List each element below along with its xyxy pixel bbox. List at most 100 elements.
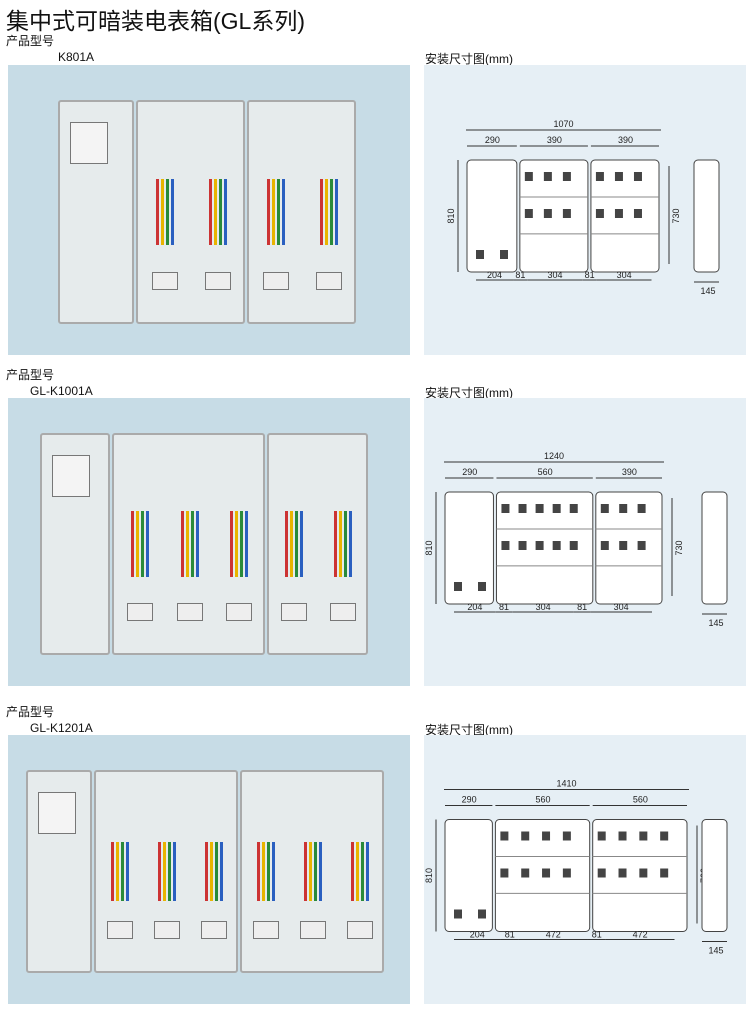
breaker-slot <box>476 250 484 259</box>
wire <box>348 511 352 577</box>
wire <box>334 179 338 245</box>
meter-compartment <box>266 433 368 655</box>
wire <box>208 179 212 245</box>
meter-slot <box>521 831 530 841</box>
wire <box>272 179 276 245</box>
wire <box>230 511 234 577</box>
main-breaker <box>38 792 76 834</box>
cabinet-outline <box>519 159 589 273</box>
wire <box>116 841 120 902</box>
wire <box>130 511 134 577</box>
dimension-width: 290 <box>485 135 500 145</box>
wire <box>324 179 328 245</box>
main-breaker <box>70 122 108 164</box>
breaker-compartment <box>58 100 134 324</box>
wire <box>111 841 115 902</box>
meter-slot <box>595 172 604 181</box>
meter-breaker <box>263 272 290 290</box>
page-title: 集中式可暗装电表箱(GL系列) <box>6 8 305 34</box>
meter-slot <box>600 541 609 550</box>
wire <box>309 841 313 902</box>
meter-breaker <box>315 272 342 290</box>
meter-slot <box>562 172 571 181</box>
dimension-bottom: 81 <box>577 602 587 612</box>
wire <box>209 841 213 902</box>
meter-slot <box>552 541 561 550</box>
product-photo <box>8 65 410 355</box>
meter-slot <box>639 868 648 878</box>
wire <box>295 511 299 577</box>
dimension-height: 810 <box>424 540 434 555</box>
dimension-width: 390 <box>547 135 562 145</box>
meter-breaker <box>346 921 373 939</box>
meter-slot <box>542 831 551 841</box>
dimension-bottom: 472 <box>546 930 561 940</box>
breaker-slot <box>478 582 486 591</box>
meter-slot <box>660 831 669 841</box>
dimension-bottom: 304 <box>547 270 562 280</box>
wire <box>163 841 167 902</box>
cabinet-outline <box>595 491 663 605</box>
meter-slot <box>614 172 623 181</box>
meter-slot <box>600 504 609 513</box>
meter-slot <box>637 541 646 550</box>
wire <box>267 841 271 902</box>
wire <box>135 511 139 577</box>
dimension-diagram: 14102905605608107302048147281472145 <box>424 779 728 956</box>
product-model-value: GL-K1201A <box>30 721 93 735</box>
wire <box>314 841 318 902</box>
wire <box>300 511 304 577</box>
wire <box>171 179 175 245</box>
meter-breaker <box>154 921 181 939</box>
side-view <box>693 159 720 273</box>
meter-slot <box>569 541 578 550</box>
dimension-bottom: 81 <box>585 270 595 280</box>
cabinet-outline <box>590 159 660 273</box>
wire <box>121 841 125 902</box>
dimension-bottom: 304 <box>614 602 629 612</box>
dimension-bottom: 204 <box>467 602 482 612</box>
wire <box>319 841 323 902</box>
wire <box>360 841 364 902</box>
product-model-value: K801A <box>58 50 95 64</box>
product-model-value: GL-K1001A <box>30 384 93 398</box>
meter-breaker <box>204 272 231 290</box>
dimension-width: 290 <box>462 467 477 477</box>
wire <box>214 841 218 902</box>
wire <box>329 179 333 245</box>
breaker-slot <box>500 250 508 259</box>
wire <box>185 511 189 577</box>
breaker-slot <box>478 909 486 919</box>
dimension-width: 290 <box>462 795 477 805</box>
dimension-bottom: 81 <box>499 602 509 612</box>
meter-slot <box>637 504 646 513</box>
meter-slot <box>535 504 544 513</box>
product-photo <box>8 735 410 1004</box>
wire <box>365 841 369 902</box>
dimension-bottom: 81 <box>515 270 525 280</box>
wire <box>282 179 286 245</box>
dimension-bottom: 81 <box>592 930 602 940</box>
product-photo <box>8 398 410 686</box>
meter-compartment <box>246 100 356 324</box>
product-model-label: 产品型号 <box>6 368 55 382</box>
meter-slot <box>500 868 509 878</box>
dimension-bottom: 304 <box>536 602 551 612</box>
breaker-compartment <box>40 433 111 655</box>
meter-breaker <box>107 921 134 939</box>
meter-compartment <box>112 433 265 655</box>
wire <box>240 511 244 577</box>
dimension-bottom: 204 <box>470 930 485 940</box>
meter-slot <box>660 868 669 878</box>
meter-slot <box>639 831 648 841</box>
install-dimension-label: 安装尺寸图(mm) <box>425 52 513 66</box>
dimension-width: 560 <box>633 795 648 805</box>
meter-slot <box>500 831 509 841</box>
meter-breaker <box>226 603 253 621</box>
wire <box>204 841 208 902</box>
dimension-width: 560 <box>538 467 553 477</box>
meter-slot <box>597 831 606 841</box>
